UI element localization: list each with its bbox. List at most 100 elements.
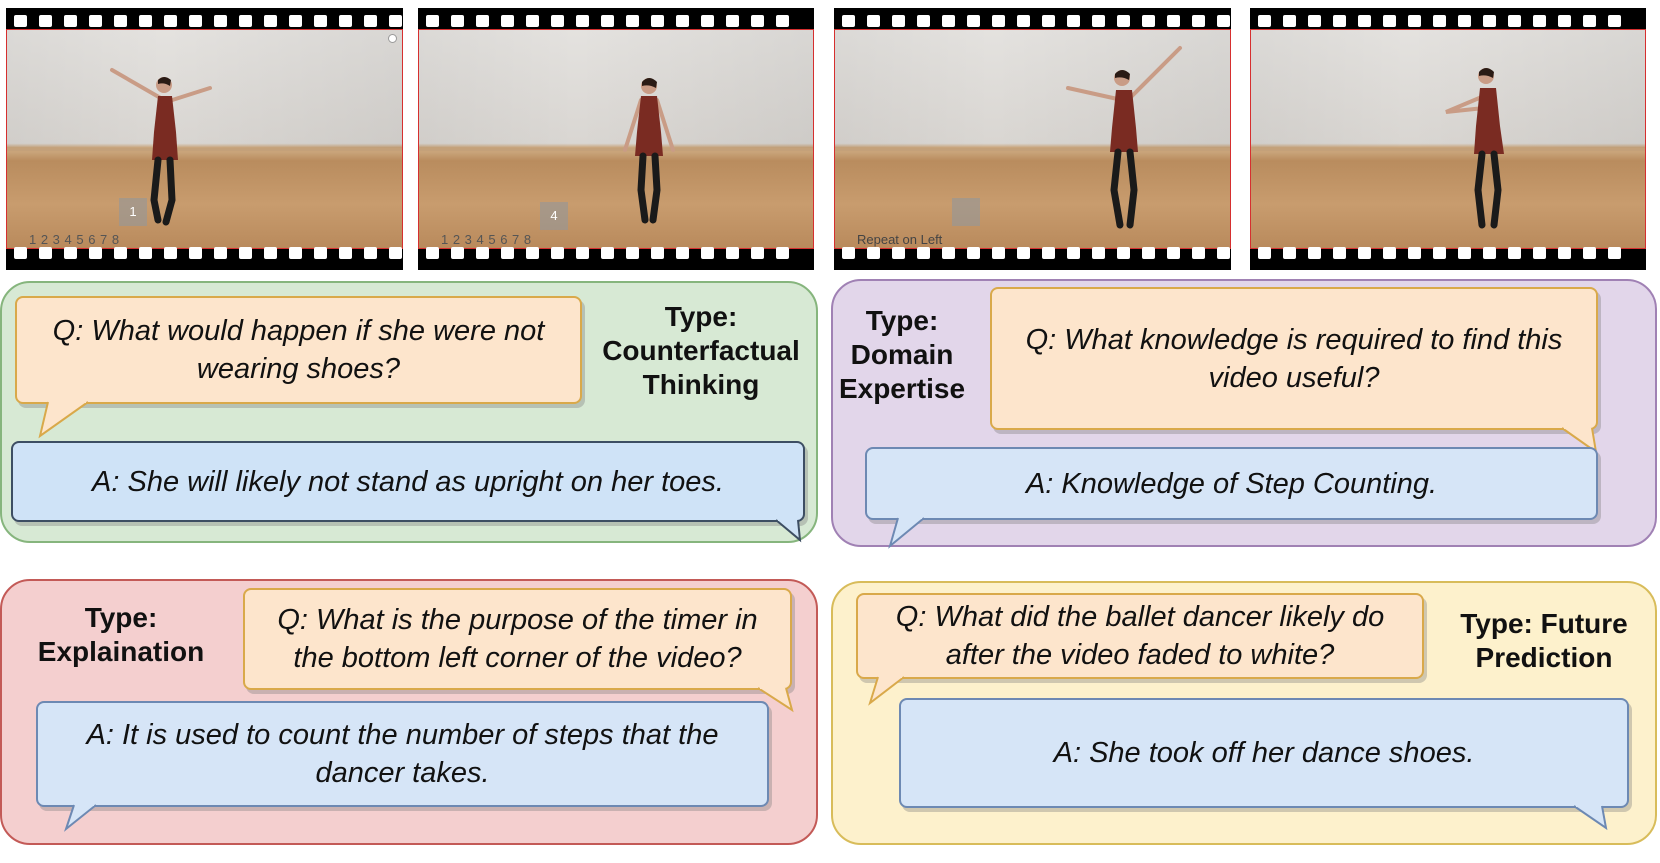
sprocket-hole [1308,15,1321,27]
video-frame-4 [1250,29,1646,249]
sprocket-hole [551,247,564,259]
sprocket-hole [1092,15,1105,27]
sprocket-hole [1583,247,1596,259]
sprocket-hole [289,15,302,27]
sprocket-hole [339,15,352,27]
step-counter-box: 4 [540,202,568,230]
sprocket-hole [1042,247,1055,259]
info-icon [388,34,397,43]
sprocket-hole [967,15,980,27]
step-counter-text: 1 2 3 4 5 6 7 8 [441,232,532,247]
sprocket-holes-top [418,13,814,33]
sprocket-hole [551,15,564,27]
sprocket-hole [164,15,177,27]
sprocket-hole [651,15,664,27]
sprocket-hole [892,247,905,259]
sprocket-hole [992,247,1005,259]
sprocket-hole [751,15,764,27]
dancer-figure [1066,46,1182,229]
sprocket-hole [576,247,589,259]
sprocket-hole [701,15,714,27]
sprocket-hole [451,247,464,259]
dancer-figure [623,78,675,224]
sprocket-hole [189,247,202,259]
sprocket-hole [1508,247,1521,259]
sprocket-hole [1283,15,1296,27]
sprocket-hole [364,15,377,27]
counterfactual-question: Q: What would happen if she were not wea… [15,296,582,404]
sprocket-hole [626,15,639,27]
sprocket-hole [264,247,277,259]
sprocket-hole [14,247,27,259]
sprocket-hole [339,247,352,259]
sprocket-hole [967,247,980,259]
sprocket-hole [676,247,689,259]
sprocket-hole [867,247,880,259]
sprocket-hole [1042,15,1055,27]
sprocket-hole [114,247,127,259]
sprocket-hole [1217,247,1230,259]
sprocket-hole [1067,15,1080,27]
step-counter-box: 1 [119,198,147,226]
sprocket-hole [701,247,714,259]
sprocket-hole [89,247,102,259]
sprocket-hole [842,247,855,259]
sprocket-hole [14,15,27,27]
sprocket-hole [289,247,302,259]
answer-bubble-tail [888,515,925,549]
sprocket-hole [1308,247,1321,259]
sprocket-hole [1333,15,1346,27]
sprocket-holes-bottom [418,245,814,265]
sprocket-hole [942,247,955,259]
sprocket-hole [1558,15,1571,27]
sprocket-hole [1092,247,1105,259]
sprocket-hole [751,247,764,259]
step-counter-box [952,198,980,226]
sprocket-holes-bottom [6,245,403,265]
dancer-figure [1445,68,1504,229]
sprocket-hole [39,15,52,27]
sprocket-hole [776,15,789,27]
sprocket-hole [314,15,327,27]
sprocket-hole [476,247,489,259]
sprocket-hole [1217,15,1230,27]
sprocket-hole [64,247,77,259]
sprocket-hole [1433,15,1446,27]
sprocket-holes-top [1250,13,1646,33]
sprocket-hole [64,15,77,27]
sprocket-hole [1458,15,1471,27]
explanation-question: Q: What is the purpose of the timer in t… [243,588,792,690]
sprocket-hole [1067,247,1080,259]
sprocket-hole [917,247,930,259]
sprocket-hole [139,247,152,259]
question-bubble-tail [38,399,89,439]
frame-caption: Repeat on Left [857,232,943,247]
sprocket-holes-bottom [1250,245,1646,265]
video-frame-3: Repeat on Left [834,29,1231,249]
sprocket-hole [942,15,955,27]
type-label-future: Type: Future Prediction [1460,608,1628,673]
step-counter-text: 1 2 3 4 5 6 7 8 [29,232,120,247]
sprocket-hole [1117,247,1130,259]
sprocket-hole [239,15,252,27]
question-bubble-tail [757,685,794,713]
sprocket-hole [917,15,930,27]
sprocket-hole [601,15,614,27]
sprocket-hole [1167,15,1180,27]
sprocket-hole [842,15,855,27]
sprocket-hole [1533,247,1546,259]
sprocket-hole [1258,15,1271,27]
sprocket-hole [501,15,514,27]
sprocket-hole [1383,15,1396,27]
sprocket-hole [1608,15,1621,27]
counterfactual-answer: A: She will likely not stand as upright … [11,441,805,522]
sprocket-hole [626,247,639,259]
sprocket-hole [389,15,402,27]
type-label-domain: Type: Domain Expertise [838,305,966,404]
video-frame-2: 4 1 2 3 4 5 6 7 8 [418,29,814,249]
sprocket-hole [1117,15,1130,27]
domain-question: Q: What knowledge is required to find th… [990,287,1598,430]
sprocket-hole [1358,247,1371,259]
sprocket-hole [1508,15,1521,27]
sprocket-hole [676,15,689,27]
